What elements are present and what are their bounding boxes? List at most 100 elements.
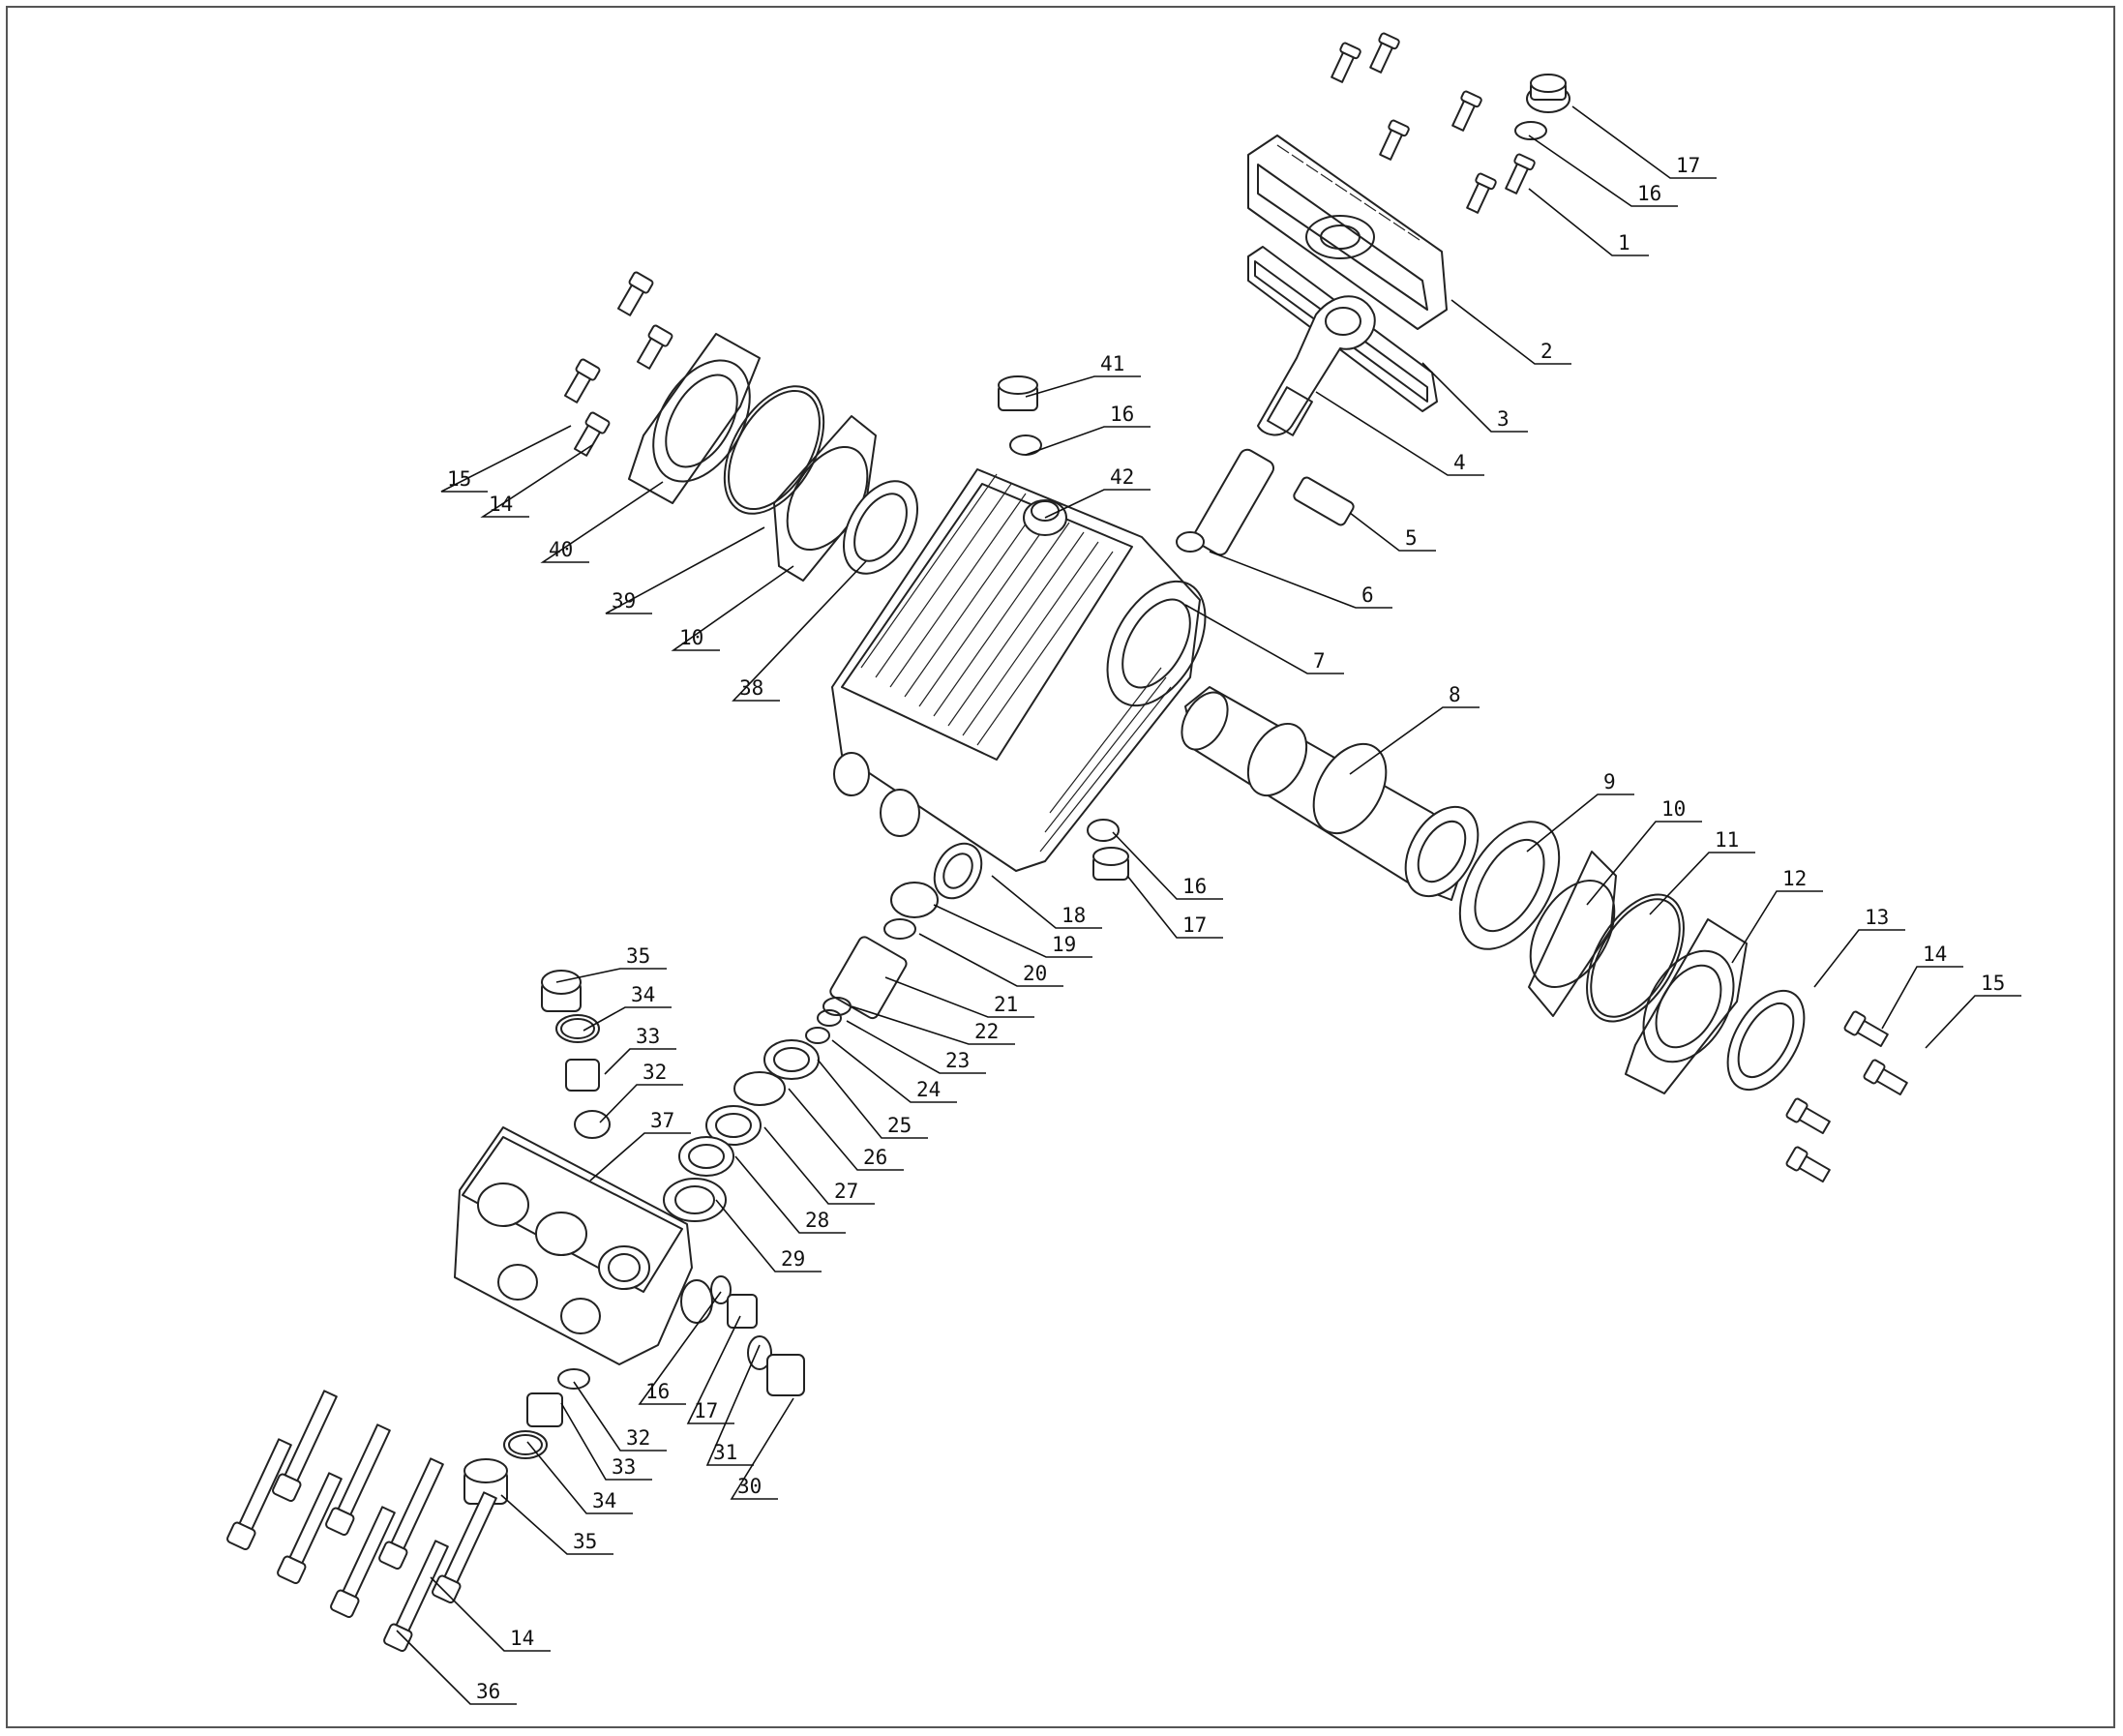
manifold-37 [454,1126,713,1365]
leader-line [1528,135,1678,207]
leader-line [884,976,1034,1018]
part-number-label: 38 [739,676,763,700]
part-number-label: 10 [1661,797,1686,821]
callout-c10a: 10 [671,565,794,651]
part-number-label: 37 [650,1109,674,1132]
leader-line [831,1039,957,1103]
leader-line [686,1315,741,1424]
plunger-seal-stack [663,842,983,1222]
part-number-label: 25 [887,1114,912,1137]
cover-screws-top [1331,32,1536,214]
leader-line [851,1005,1015,1045]
part-number-label: 29 [781,1247,805,1271]
part-number-label: 19 [1052,933,1076,956]
part-number-label: 22 [974,1020,999,1043]
callout-c14b: 14 [1881,943,1963,1030]
leader-line [1349,706,1480,775]
screws-14-15-right [1785,1010,1908,1183]
part-number-label: 14 [1923,943,1947,966]
oil-plug-17-top [1514,74,1570,140]
part-number-label: 16 [1637,182,1661,205]
callout-c20: 20 [918,933,1063,987]
leader-line [1571,105,1717,179]
leader-line [732,560,867,702]
part-number-label: 35 [626,944,650,968]
leader-line [715,1199,822,1272]
part-number-label: 36 [476,1680,500,1703]
part-number-label: 17 [1676,154,1700,177]
part-number-label: 26 [863,1146,887,1169]
callout-c33b: 33 [560,1402,652,1481]
callout-c34a: 34 [583,983,672,1032]
part-number-label: 20 [1023,962,1047,985]
con-rod-4 [1257,295,1376,436]
part-number-label: 17 [1182,913,1207,937]
part-number-label: 40 [549,538,573,561]
callout-c30: 30 [730,1397,794,1500]
part-number-label: 3 [1497,407,1510,431]
part-number-label: 11 [1715,828,1739,852]
part-number-label: 10 [679,626,703,649]
callout-c7: 7 [1184,604,1344,674]
callout-c41: 41 [1025,352,1141,398]
callout-c31: 31 [705,1344,761,1466]
oil-seal-13 [1726,989,1806,1092]
leader-line [763,1126,875,1205]
callout-c32b: 32 [573,1381,667,1452]
part-number-label: 27 [834,1180,858,1203]
part-number-label: 16 [1182,875,1207,898]
part-number-label: 23 [945,1049,970,1072]
part-number-label: 15 [447,467,471,491]
callout-c40: 40 [540,481,664,563]
leader-line [1528,188,1649,256]
part-number-label: 15 [1981,972,2005,995]
callout-c11: 11 [1649,828,1755,915]
leader-line [526,1441,633,1514]
part-number-label: 12 [1782,867,1807,890]
callout-c9: 9 [1526,770,1634,853]
callout-labels: 1716123456789101112131415411642151440391… [396,105,2021,1705]
callout-c21: 21 [884,976,1034,1018]
plunger-guide-6 [1176,448,1275,556]
side-plugs-30-31-16-17 [710,1275,805,1396]
leader-line [555,968,667,983]
callout-c14a: 14 [480,444,593,518]
leader-line [918,933,1063,987]
o-ring-11 [1586,893,1685,1023]
washer16-plug17-mid [1087,819,1129,881]
part-number-label: 1 [1618,231,1630,254]
part-number-label: 14 [510,1627,534,1650]
part-number-label: 9 [1603,770,1616,793]
callout-c15b: 15 [1925,972,2021,1049]
callout-c22: 22 [851,1005,1015,1045]
part-number-label: 32 [643,1061,667,1084]
leader-line [705,1344,761,1466]
callout-c25: 25 [817,1059,928,1139]
part-number-label: 32 [626,1426,650,1450]
leader-line [599,1084,683,1123]
bearing-9 [1458,821,1561,950]
callout-c35b: 35 [500,1494,613,1555]
part-number-label: 16 [645,1380,670,1403]
callout-c16a: 16 [1528,135,1678,207]
callout-c18: 18 [991,875,1102,929]
part-number-label: 17 [694,1399,718,1422]
part-number-label: 2 [1540,340,1553,363]
leader-line [1925,995,2021,1049]
leader-line [1025,426,1151,456]
leader-line [589,1132,691,1182]
leader-line [1044,489,1151,519]
leader-line [1209,551,1392,609]
leader-line [604,1048,676,1075]
leader-line [396,1630,517,1705]
leader-line [1025,375,1141,398]
callout-c29: 29 [715,1199,822,1272]
callout-c17a: 17 [1571,105,1717,179]
leader-line [540,481,664,563]
callout-c39: 39 [605,526,765,614]
callout-c28: 28 [734,1155,846,1234]
leader-line [991,875,1102,929]
callout-c26: 26 [788,1088,904,1171]
callout-c38: 38 [732,560,867,702]
